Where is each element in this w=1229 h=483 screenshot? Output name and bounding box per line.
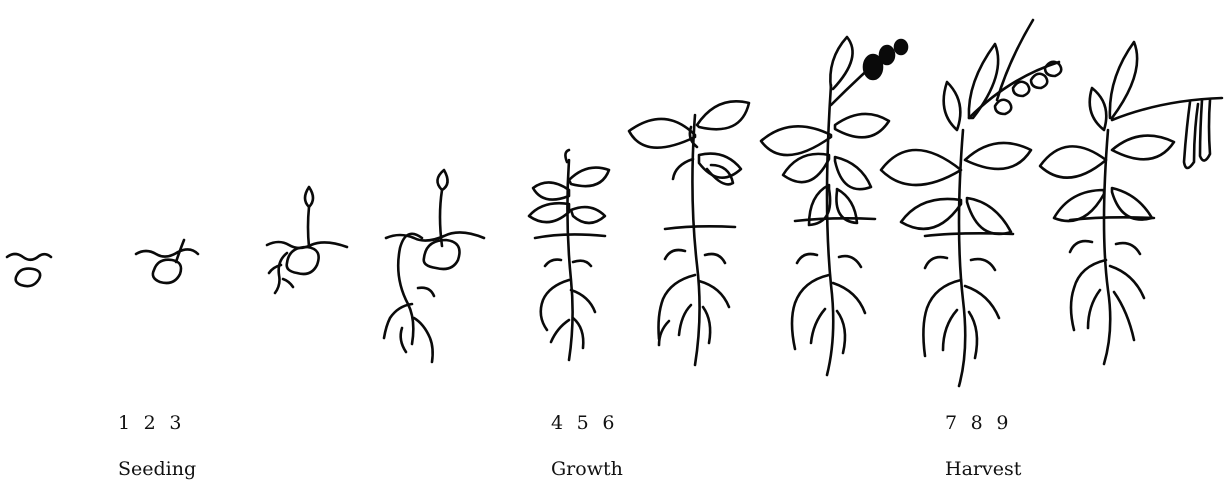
- stage-numbers-growth: 4 5 6: [551, 412, 615, 434]
- stage-label-seeding: Seeding: [118, 458, 196, 480]
- plant-stage-1-seed: [5, 235, 55, 295]
- plant-stage-3-seedling: [265, 185, 350, 295]
- stage-label-harvest: Harvest: [945, 458, 1021, 480]
- plant-stage-5-young-plant: [515, 150, 625, 370]
- stage-label-growth: Growth: [551, 458, 623, 480]
- plant-stage-2-germinating: [132, 230, 202, 290]
- plant-stage-4-sprout: [382, 168, 502, 368]
- stage-numbers-seeding: 1 2 3: [118, 412, 182, 434]
- stage-numbers-harvest: 7 8 9: [945, 412, 1009, 434]
- plant-stage-6-leafy-plant: [625, 95, 760, 370]
- plant-stage-9-with-pods: [1030, 20, 1229, 370]
